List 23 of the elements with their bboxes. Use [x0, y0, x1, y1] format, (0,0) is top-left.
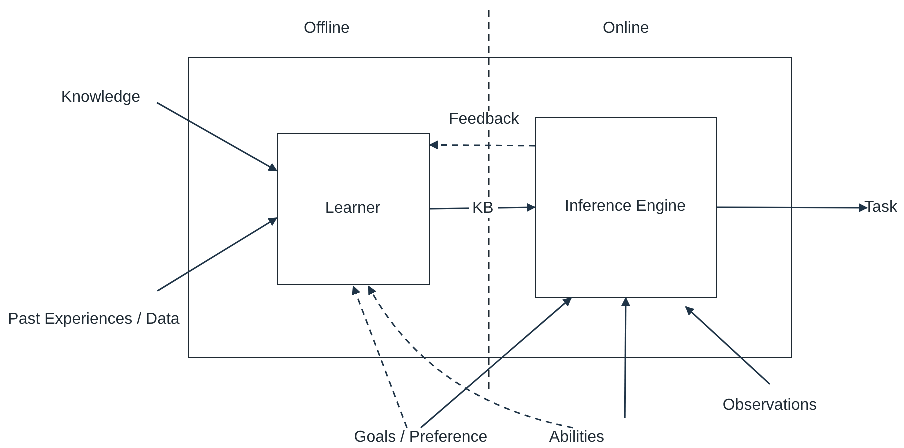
arrow [156, 102, 278, 172]
input-label: Task [864, 198, 898, 218]
arrow [621, 297, 630, 418]
edge-label: KB [468, 200, 498, 218]
arrow [368, 286, 574, 429]
arrow [717, 203, 868, 212]
section-label: Online [603, 20, 650, 38]
arrow [429, 140, 535, 150]
arrow [352, 286, 408, 428]
input-label: Goals / Preference [354, 428, 488, 448]
box-label: Inference Engine [565, 197, 686, 217]
arrow [157, 217, 278, 292]
process-box [276, 132, 430, 284]
box-label: Learner [325, 198, 381, 218]
input-label: Past Experiences / Data [8, 310, 180, 330]
input-label: Abilities [549, 428, 605, 448]
arrow [685, 306, 770, 385]
input-label: Knowledge [61, 88, 141, 108]
arrow [420, 297, 572, 429]
section-label: Offline [304, 20, 350, 38]
frame-box [188, 57, 792, 358]
process-box [534, 116, 716, 298]
input-label: Observations [722, 396, 818, 416]
